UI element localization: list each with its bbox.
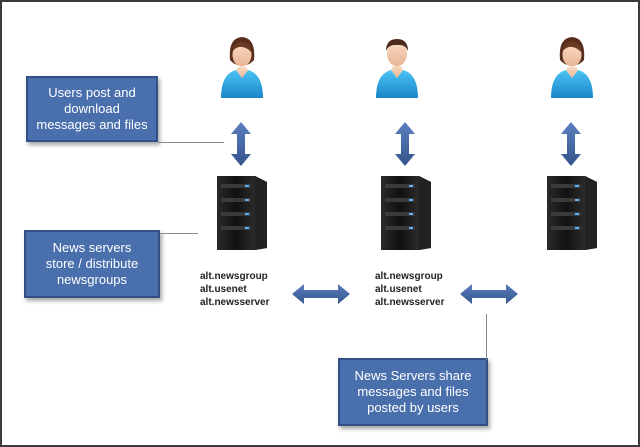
- server-1-newsgroups: alt.newsgroup alt.usenet alt.newsserver: [200, 270, 270, 309]
- server-icon: [217, 176, 267, 250]
- server-2-newsgroups: alt.newsgroup alt.usenet alt.newsserver: [375, 270, 445, 309]
- share-callout: News Servers share messages and files po…: [338, 358, 488, 426]
- server-sync-arrow-1: [292, 284, 350, 304]
- users-callout-line-3: messages and files: [36, 117, 148, 132]
- servers-callout-leader: [160, 233, 198, 234]
- user-male-icon: [376, 39, 418, 98]
- newsgroup-label: alt.usenet: [375, 284, 422, 295]
- server-icon: [381, 176, 431, 250]
- server-icon: [547, 176, 597, 250]
- user-female-icon: [221, 37, 263, 98]
- users-callout: Users post and download messages and fil…: [26, 76, 158, 142]
- server-sync-arrow-2: [460, 284, 518, 304]
- servers-callout-line-1: News servers: [52, 240, 132, 255]
- newsgroup-label: alt.newsgroup: [200, 271, 268, 282]
- newsgroup-label: alt.usenet: [200, 284, 247, 295]
- user-female-icon: [551, 37, 593, 98]
- user-server-arrow-3: [561, 122, 581, 166]
- servers-callout-line-2: store / distribute: [45, 256, 139, 271]
- newsgroup-label: alt.newsserver: [200, 297, 270, 308]
- share-callout-line-1: News Servers share: [354, 368, 472, 383]
- newsgroup-label: alt.newsgroup: [375, 271, 443, 282]
- share-callout-line-3: posted by users: [367, 400, 459, 415]
- share-callout-leader: [486, 314, 487, 360]
- servers-callout: News servers store / distribute newsgrou…: [24, 230, 160, 298]
- users-callout-line-2: download: [64, 101, 120, 116]
- newsgroup-label: alt.newsserver: [375, 297, 445, 308]
- users-callout-leader: [158, 142, 224, 143]
- user-server-arrow-2: [395, 122, 415, 166]
- user-server-arrow-1: [231, 122, 251, 166]
- servers-callout-line-3: newsgroups: [56, 272, 128, 287]
- users-callout-line-1: Users post and: [48, 85, 136, 100]
- share-callout-line-2: messages and files: [357, 384, 469, 399]
